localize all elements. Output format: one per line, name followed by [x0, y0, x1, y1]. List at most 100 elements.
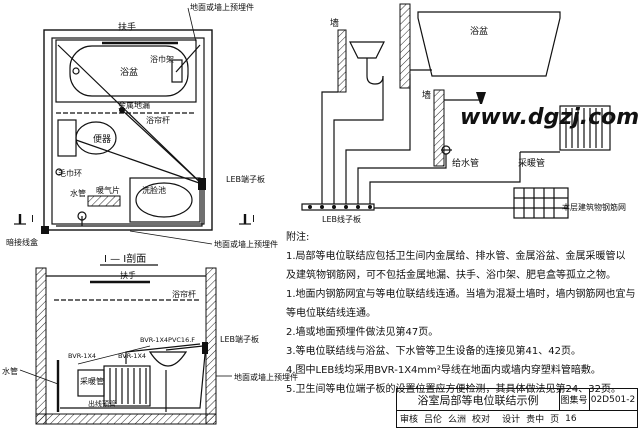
tb-check-label: 校对	[472, 415, 491, 425]
plan-leader-top	[187, 7, 197, 43]
plan-radiator	[87, 195, 121, 207]
plan-label-floor-wall-top: 地面或墙上预埋件	[190, 2, 254, 12]
section-label-bvr1: BVR-1X4	[68, 352, 96, 360]
plan-label-washbasin: 洗脸池	[142, 185, 166, 195]
plan-section-label-right: I	[252, 214, 255, 225]
detail-bathtub	[417, 11, 561, 77]
notes-line-6: 3.等电位联结线与浴盆、下水管等卫生设备的连接见第41、42页。	[286, 346, 581, 357]
section-wire-bvr	[77, 345, 151, 365]
detail-watermark: www.dgzj.com	[460, 105, 639, 130]
section-water-leader	[19, 369, 59, 385]
section-label-floor-wall: 地面或墙上预埋件	[234, 372, 298, 382]
plan-washbasin-frame	[129, 177, 201, 223]
detail-siphon	[366, 58, 384, 85]
section-washbasin	[148, 351, 188, 367]
plan-label-towel-rack: 浴巾架	[150, 54, 174, 64]
notes-block: 附注: 1.局部等电位联结应包括卫生间内金属给、排水管、金属浴盆、金属采暖管以 …	[286, 228, 636, 399]
detail-leb-bar	[301, 203, 375, 211]
detail-label-rebar: 本层建筑物钢筋网	[562, 202, 626, 212]
title-block-title: 浴室局部等电位联结示例	[397, 389, 560, 411]
plan-label-water-pipe: 水管	[70, 188, 86, 198]
detail-view: 墙 墙 浴盆 给水管 采暖管 本层建筑物钢筋网 LEB线子板 www.dgzj.…	[301, 3, 639, 224]
detail-radiator-fins	[565, 108, 603, 148]
plan-label-toilet: 便器	[93, 133, 111, 145]
plan-towel-rack	[171, 59, 183, 83]
plan-wire-toilet	[75, 139, 203, 185]
notes-line-4: 等电位联结线连通。	[286, 308, 376, 319]
detail-label-leb: LEB线子板	[322, 214, 361, 224]
detail-label-supply: 给水管	[452, 157, 479, 169]
plan-inner-wall	[51, 37, 205, 225]
notes-line-1: 1.局部等电位联结应包括卫生间内金属给、排水管、金属浴盆、金属采暖管以	[286, 251, 626, 262]
section-wire-basin	[165, 345, 204, 351]
section-wire-floor	[60, 353, 206, 409]
section-label-handrail: 扶手	[120, 270, 136, 280]
detail-label-wall2: 墙	[422, 89, 431, 101]
section-label-bvr2: BVR-1X4	[118, 352, 146, 360]
plan-bathtub-frame	[55, 39, 197, 103]
detail-radiator-frame	[559, 105, 611, 151]
plan-leader-bottom	[129, 230, 213, 245]
detail-label-heating: 采暖管	[518, 157, 545, 169]
detail-wire-4	[357, 154, 447, 204]
detail-wall-2	[399, 3, 411, 89]
plan-hidden-box	[41, 226, 49, 234]
plan-label-bathtub: 浴盆	[120, 66, 138, 78]
plan-label-handrail: 扶手	[118, 21, 136, 33]
tb-review-label: 审核	[400, 415, 419, 425]
title-block-atlas-no: 02D501-2	[589, 389, 637, 411]
detail-shower-icon	[476, 92, 486, 104]
plan-wire-bottom	[56, 190, 203, 227]
section-heat-pipe-box	[77, 369, 105, 397]
detail-wall-1	[337, 29, 347, 93]
section-label-leb: LEB端子板	[220, 334, 259, 344]
section-label-bvr-pvc: BVR-1X4PVC16.F	[140, 336, 195, 344]
section-radiator-fins	[109, 368, 147, 404]
section-label-heat-pipe: 采暖管	[80, 376, 104, 386]
plan-wire-drain	[121, 109, 203, 185]
tb-page-label: 页	[550, 415, 560, 425]
section-label-curtain-rod: 浴帘杆	[172, 289, 196, 299]
tb-review-name2: 么洲	[448, 415, 467, 425]
notes-line-5: 2.墙或地面预埋件做法见第47页。	[286, 327, 439, 338]
plan-wire-rack	[175, 44, 201, 73]
plan-view: 扶手 地面或墙上预埋件 浴盆 浴巾架 金属地漏 浴帘杆 便器 毛巾环 水管 暖气…	[6, 2, 278, 266]
detail-wall-3	[433, 89, 445, 167]
tb-review-name: 吕伦	[424, 415, 443, 425]
detail-leb-terminals	[308, 205, 372, 209]
plan-label-floor-drain: 金属地漏	[118, 100, 150, 110]
tb-design-name: 贵中	[526, 415, 545, 425]
plan-towel-ring-icon	[55, 168, 63, 176]
plan-section-label-left: I	[31, 214, 34, 225]
plan-tub-drain-icon	[72, 67, 80, 75]
notes-line-8: 5.卫生间等电位端子板的设置位置应方便检测，其具体做法见第24、32页。	[286, 384, 621, 395]
plan-label-curtain-rod: 浴帘杆	[146, 115, 170, 125]
plan-label-towel-ring: 毛巾环	[58, 168, 82, 178]
plan-toilet-bowl	[75, 121, 117, 155]
title-block-signatures: 审核 吕伦 么洲 校对 设计 贵中 页 16	[397, 410, 637, 427]
detail-label-bathtub: 浴盆	[470, 25, 488, 37]
section-label-water-pipe: 水管	[2, 366, 18, 376]
notes-heading: 附注:	[286, 232, 310, 243]
detail-wire-2	[333, 92, 384, 204]
notes-line-2: 及建筑物钢筋网，可不包括金属地漏、扶手、浴巾架、肥皂盒等孤立之物。	[286, 270, 616, 281]
notes-line-7: 4.图中LEB线均采用BVR-1X4mm²导线在地面内或墙内穿塑料管暗敷。	[286, 365, 601, 376]
section-floor	[35, 413, 217, 425]
section-leb-box	[202, 342, 208, 354]
detail-label-wall1: 墙	[330, 17, 339, 29]
title-block: 浴室局部等电位联结示例 图集号 02D501-2 审核 吕伦 么洲 校对 设计 …	[396, 388, 638, 428]
plan-label-radiator: 暖气片	[96, 185, 120, 195]
tb-page-no: 16	[565, 413, 577, 424]
plan-section-title: I — I剖面	[104, 252, 146, 265]
detail-washbasin	[349, 41, 385, 59]
section-view: 扶手 浴帘杆 LEB端子板 BVR-1X4PVC16.F BVR-1X4 BVR…	[2, 267, 298, 425]
section-label-out-pipe: 出线预管	[88, 399, 116, 408]
detail-rebar-grid	[513, 187, 569, 219]
plan-washbasin-bowl	[135, 182, 193, 218]
plan-label-floor-wall-bottom: 地面或墙上预埋件	[214, 239, 278, 249]
detail-wire-5	[369, 152, 521, 204]
section-left-wall	[35, 267, 47, 425]
plan-label-leb: LEB端子板	[226, 174, 265, 184]
detail-wire-1	[321, 91, 338, 204]
